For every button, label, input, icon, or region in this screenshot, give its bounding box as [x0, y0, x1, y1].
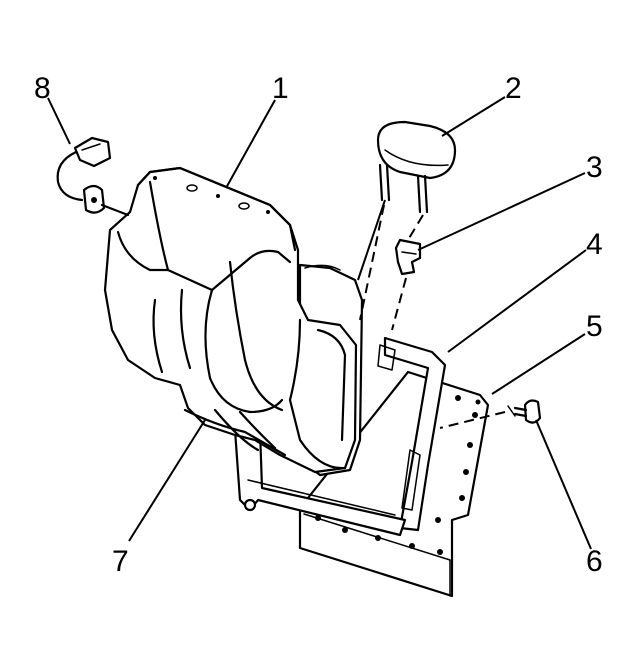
callout-1: 1 — [272, 72, 289, 105]
callout-6: 6 — [586, 545, 603, 578]
head-restraint — [359, 120, 457, 321]
wire-harness — [56, 136, 130, 217]
callout-7: 7 — [112, 545, 129, 578]
callout-3: 3 — [586, 151, 603, 184]
callout-5: 5 — [586, 310, 603, 343]
callout-4: 4 — [586, 228, 603, 261]
head-restraint-guide — [391, 238, 422, 331]
seat-back-frame — [233, 336, 447, 537]
fastener-bolt — [439, 399, 542, 429]
callout-8: 8 — [34, 72, 51, 105]
callout-2: 2 — [505, 72, 522, 105]
leader-lines — [47, 96, 592, 550]
seat-back-cushion — [103, 166, 364, 477]
